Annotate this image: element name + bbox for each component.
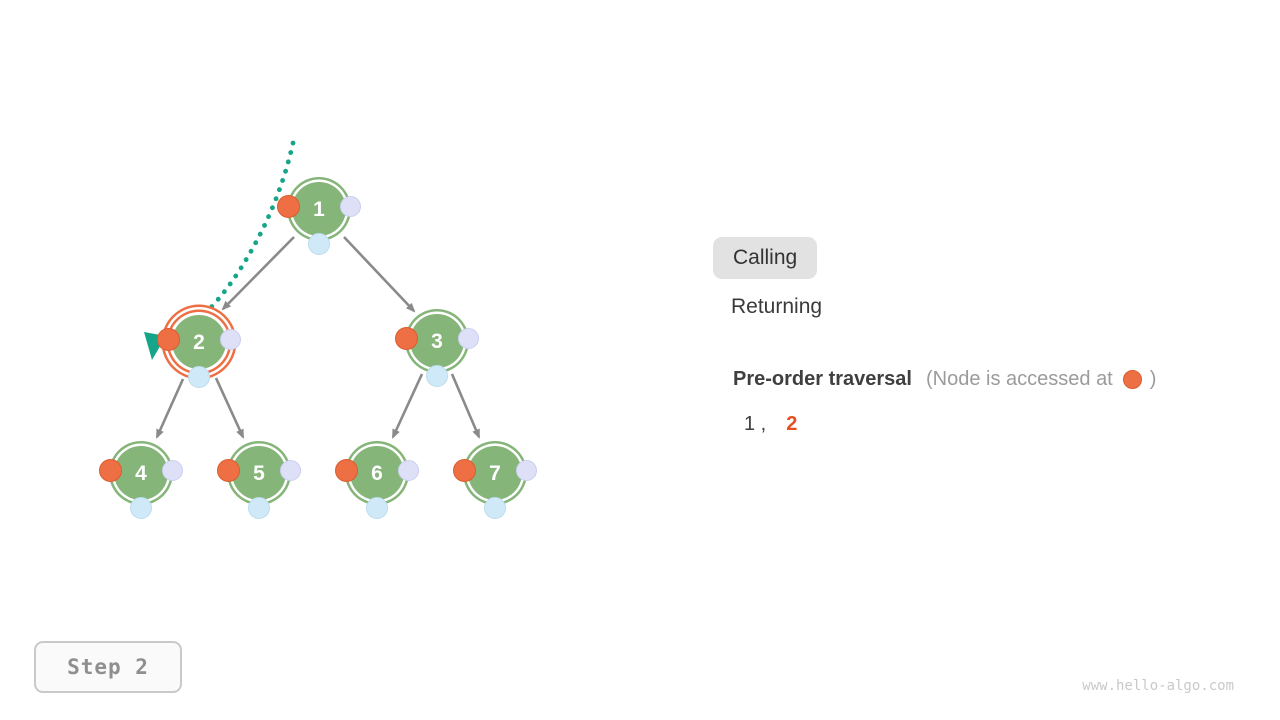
bottom-slot-dot-icon [484,497,506,519]
access-dot-icon [277,195,300,218]
traversal-title: Pre-order traversal [733,368,912,390]
right-slot-dot-icon [220,329,241,350]
traversal-sequence: 1 , 2 [744,413,797,436]
tree-node-2-current: 2 [157,315,241,388]
traversal-title-line: Pre-order traversal (Node is accessed at… [733,368,1156,391]
tree-node-label: 6 [371,461,383,485]
right-slot-dot-icon [458,328,479,349]
tree-node-label: 2 [193,330,205,354]
legend-calling-label: Calling [733,246,798,269]
legend-returning-label: Returning [731,295,823,318]
tree-edge-3-7 [450,373,481,439]
tree-edge-2-4 [155,378,185,439]
sequence-visited: 1 , [744,413,767,435]
traversal-note-suffix: ) [1149,368,1157,390]
tree-edge-3-6 [391,373,424,439]
bottom-slot-dot-icon [366,497,388,519]
right-slot-dot-icon [280,460,301,481]
access-dot-icon [99,459,122,482]
access-dot-icon [395,327,418,350]
sequence-current: 2 [786,413,798,435]
bottom-slot-dot-icon [308,233,330,255]
tree-node-7: 7 [453,446,537,519]
access-dot-icon [335,459,358,482]
bottom-slot-dot-icon [426,365,448,387]
right-slot-dot-icon [398,460,419,481]
tree-node-label: 7 [489,461,501,485]
bottom-slot-dot-icon [130,497,152,519]
tree-edge-2-5 [214,377,245,439]
tree-node-6: 6 [335,446,419,519]
tree-node-3: 3 [395,314,479,387]
call-path-dotted-curve [169,140,296,342]
access-dot-icon [217,459,240,482]
tree-node-label: 4 [135,461,147,485]
tree-node-label: 3 [431,329,443,353]
tree-node-5: 5 [217,446,301,519]
tree-edge-1-3 [343,236,416,313]
tree-node-label: 5 [253,461,265,485]
watermark-url: www.hello-algo.com [1082,678,1234,694]
step-indicator: Step 2 [34,641,182,693]
traversal-note-prefix: (Node is accessed at [925,368,1113,390]
legend-calling-chip: Calling [713,237,818,279]
tree-edge-1-2 [221,236,295,311]
access-dot-legend-icon [1122,370,1142,389]
tree-node-label: 1 [313,197,325,221]
bottom-slot-dot-icon [188,366,210,388]
tree-node-1: 1 [277,182,361,255]
right-slot-dot-icon [162,460,183,481]
right-slot-dot-icon [340,196,361,217]
step-label: Step 2 [67,655,149,679]
access-dot-icon [453,459,476,482]
bottom-slot-dot-icon [248,497,270,519]
right-slot-dot-icon [516,460,537,481]
tree-node-4: 4 [99,446,183,519]
access-dot-icon [157,328,180,351]
